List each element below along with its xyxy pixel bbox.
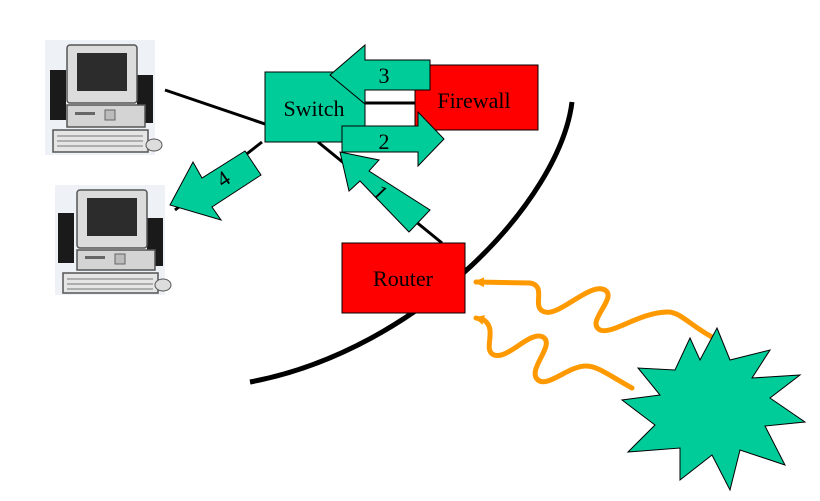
- flow-arrow-3: 3: [329, 43, 431, 106]
- router-node[interactable]: Router: [341, 242, 466, 314]
- flow-arrow-2: 2: [341, 110, 445, 168]
- router-label: Router: [373, 266, 434, 291]
- flow-arrow-4: 4: [169, 150, 262, 221]
- switch-label: Switch: [283, 96, 344, 121]
- flow-arrow-2-label: 2: [379, 129, 390, 154]
- firewall-label: Firewall: [437, 88, 510, 113]
- link-pc1-switch: [164, 88, 269, 127]
- flow-arrow-3-label: 3: [379, 63, 390, 88]
- explosion-icon: [620, 326, 807, 492]
- network-boundary-curve: [249, 101, 575, 385]
- firewall-node[interactable]: Firewall: [414, 64, 539, 131]
- desktop-computer-icon: [55, 185, 172, 295]
- flow-arrow-1: 1: [339, 151, 431, 233]
- attack-signal-1: [473, 277, 715, 340]
- desktop-computer-icon: [45, 40, 163, 155]
- attack-signal-2: [473, 315, 635, 391]
